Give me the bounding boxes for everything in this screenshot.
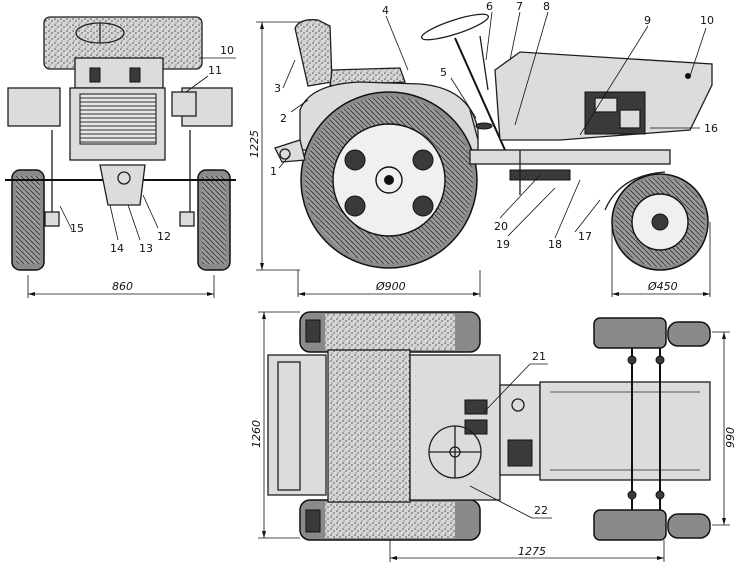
callout-3: 3 [274,82,281,95]
dim-overall-width: 1260 [250,420,263,448]
callout-20: 20 [494,220,508,233]
callout-8: 8 [543,0,550,13]
front-view-grille [79,93,157,145]
callout-11: 11 [208,64,222,77]
callout-16: 16 [704,122,718,135]
front-view-hood [74,57,164,89]
front-view-headlight-left [89,67,101,83]
top-view: 1260 [250,311,735,562]
dim-rear-wheel-diameter: Ø900 [375,280,406,293]
callout-9: 9 [644,14,651,27]
callout-7: 7 [516,0,523,13]
callout-18: 18 [548,238,562,251]
front-view-fender-left [7,87,61,127]
callout-1: 1 [270,165,277,178]
callout-13: 13 [139,242,153,255]
dim-track-width: 860 [112,280,133,293]
dim-front-track: 990 [724,427,735,448]
side-view-steering-column [454,37,506,151]
side-view-steering-wheel [420,13,490,41]
side-view-seat-cushion [329,67,406,87]
callout-14: 14 [110,242,124,255]
callout-15: 15 [70,222,84,235]
top-view-gauge-panel [507,439,533,467]
top-view-engine-hood [539,381,711,481]
callout-5: 5 [440,66,447,79]
side-view-frame [469,149,671,165]
callout-6: 6 [486,0,493,13]
callout-10-front: 10 [220,44,234,57]
side-view-seat-back [294,19,333,87]
callout-2: 2 [280,112,287,125]
front-view-panel-11 [171,91,197,117]
dim-front-wheel-diameter: Ø450 [647,280,678,293]
front-view-headlight-right [129,67,141,83]
callout-21: 21 [532,350,546,363]
callout-4: 4 [382,4,389,17]
front-view: 860 10 11 15 14 13 12 [5,16,236,298]
top-view-seat [327,349,411,503]
callout-19: 19 [496,238,510,251]
top-view-front-wheel-bottom [593,509,667,541]
top-view-front-wheel-top [593,317,667,349]
callout-22: 22 [534,504,548,517]
side-view-hitch [274,139,306,163]
front-view-sump [99,164,146,206]
dim-wheelbase: 1275 [518,545,546,558]
callout-12: 12 [157,230,171,243]
callout-17: 17 [578,230,592,243]
dim-overall-height: 1225 [248,130,261,158]
side-view: 1225 [248,0,718,297]
callout-10-side: 10 [700,14,714,27]
